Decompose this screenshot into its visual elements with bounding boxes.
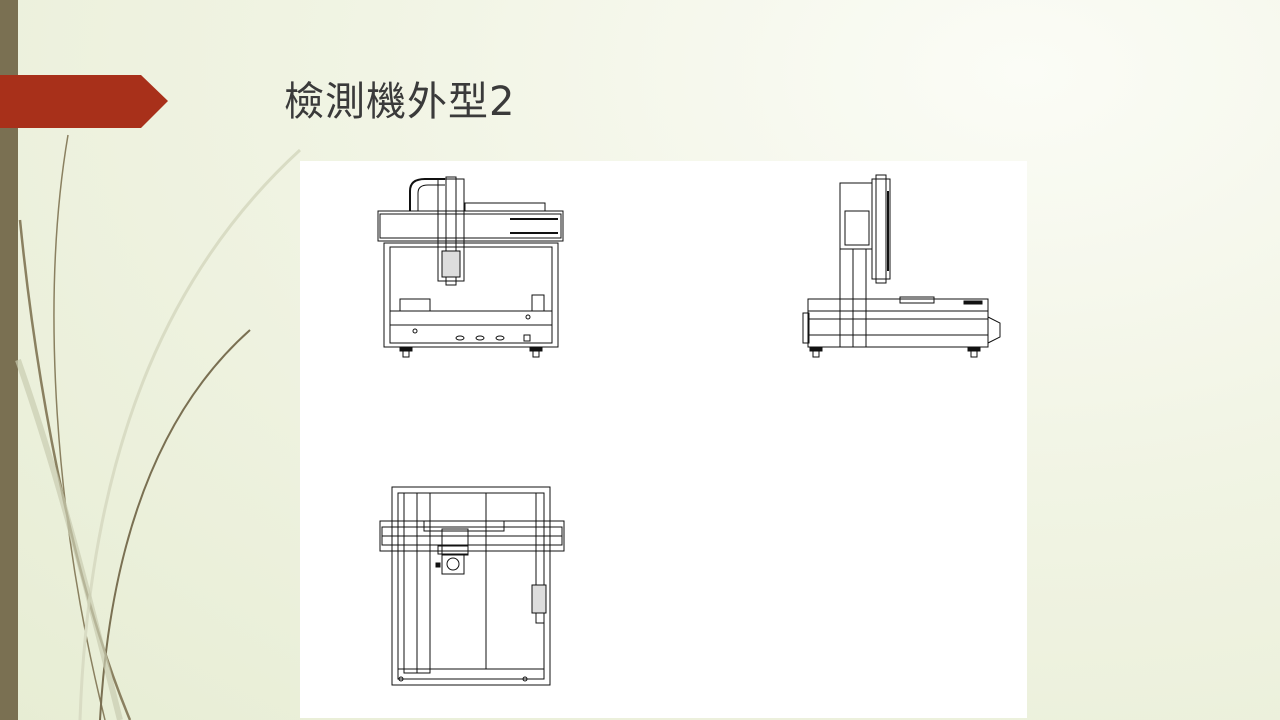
- decorative-swirls: [15, 134, 302, 720]
- title-arrow-marker: [0, 75, 168, 128]
- drawing-panel: [300, 161, 1027, 718]
- top-view-drawing: [379, 486, 565, 686]
- side-view-drawing: [802, 174, 1001, 358]
- left-accent-bar: [0, 0, 18, 720]
- slide-title: 檢測機外型2: [284, 79, 516, 125]
- front-view-drawing: [377, 176, 564, 358]
